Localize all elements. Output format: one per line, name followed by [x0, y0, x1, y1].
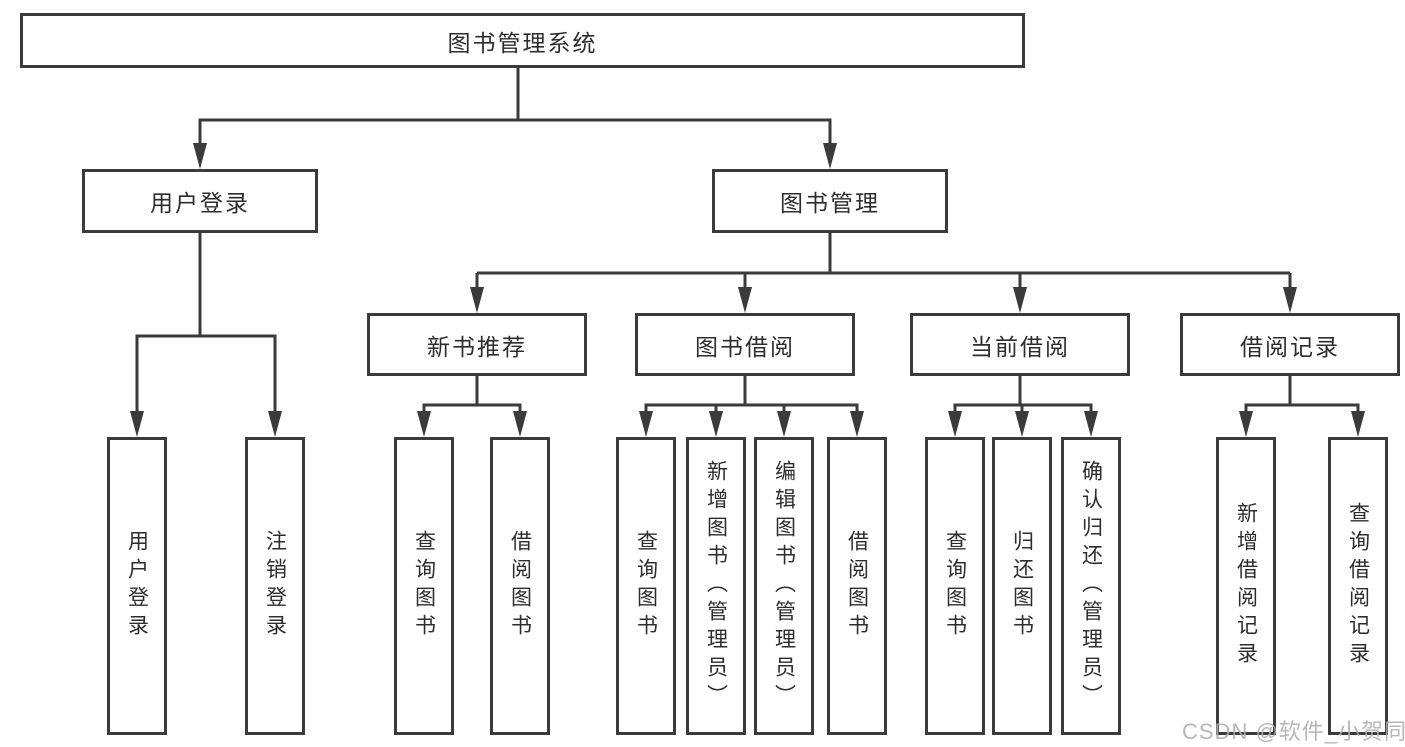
node-user-login-label: 用户登录 — [150, 190, 250, 216]
leaf-query-borrow-record: 查询借阅记录 — [1328, 437, 1388, 735]
leaf-add-borrow-record: 新增借阅记录 — [1216, 437, 1276, 735]
leaf-logout-label: 注销登录 — [263, 530, 287, 642]
leaf-borrow-books-label: 借阅图书 — [845, 530, 869, 642]
leaf-user-login: 用户登录 — [107, 437, 167, 735]
leaf-confirm-return-admin-label: 确认归还（管理员） — [1079, 460, 1103, 712]
arrowheads — [130, 143, 1365, 437]
leaf-query-books-borrow: 查询图书 — [616, 437, 676, 735]
node-current-borrow-label: 当前借阅 — [970, 333, 1070, 360]
leaf-query-books-recommend-label: 查询图书 — [412, 530, 436, 642]
leaf-query-books-borrow-label: 查询图书 — [634, 530, 658, 642]
leaf-borrow-books-recommend: 借阅图书 — [490, 437, 550, 735]
node-user-login: 用户登录 — [82, 169, 318, 233]
leaf-add-book-admin: 新增图书（管理员） — [686, 437, 746, 735]
leaf-logout: 注销登录 — [245, 437, 305, 735]
leaf-borrow-books: 借阅图书 — [827, 437, 887, 735]
leaf-add-book-admin-label: 新增图书（管理员） — [704, 460, 728, 712]
node-root-system: 图书管理系统 — [20, 13, 1025, 68]
leaf-edit-book-admin-label: 编辑图书（管理员） — [772, 460, 796, 712]
leaf-edit-book-admin: 编辑图书（管理员） — [754, 437, 814, 735]
leaf-add-borrow-record-label: 新增借阅记录 — [1234, 502, 1258, 670]
node-borrow-records: 借阅记录 — [1180, 313, 1400, 376]
leaf-confirm-return-admin: 确认归还（管理员） — [1061, 437, 1121, 735]
leaf-query-books-current: 查询图书 — [925, 437, 985, 735]
leaf-query-books-recommend: 查询图书 — [394, 437, 454, 735]
node-new-book-recommend-label: 新书推荐 — [427, 333, 527, 360]
node-root-system-label: 图书管理系统 — [447, 29, 598, 56]
node-book-management-label: 图书管理 — [780, 190, 880, 216]
leaf-borrow-books-recommend-label: 借阅图书 — [508, 530, 532, 642]
node-book-management: 图书管理 — [712, 169, 948, 233]
leaf-return-books-label: 归还图书 — [1010, 530, 1034, 642]
node-book-borrow-label: 图书借阅 — [695, 333, 795, 360]
csdn-watermark: CSDN @软件_小贺同学 — [1182, 719, 1405, 744]
node-new-book-recommend: 新书推荐 — [367, 313, 587, 376]
node-borrow-records-label: 借阅记录 — [1240, 333, 1340, 360]
leaf-query-books-current-label: 查询图书 — [943, 530, 967, 642]
node-book-borrow: 图书借阅 — [635, 313, 855, 376]
leaf-user-login-label: 用户登录 — [125, 530, 149, 642]
leaf-query-borrow-record-label: 查询借阅记录 — [1346, 502, 1370, 670]
node-current-borrow: 当前借阅 — [910, 313, 1130, 376]
leaf-return-books: 归还图书 — [992, 437, 1052, 735]
